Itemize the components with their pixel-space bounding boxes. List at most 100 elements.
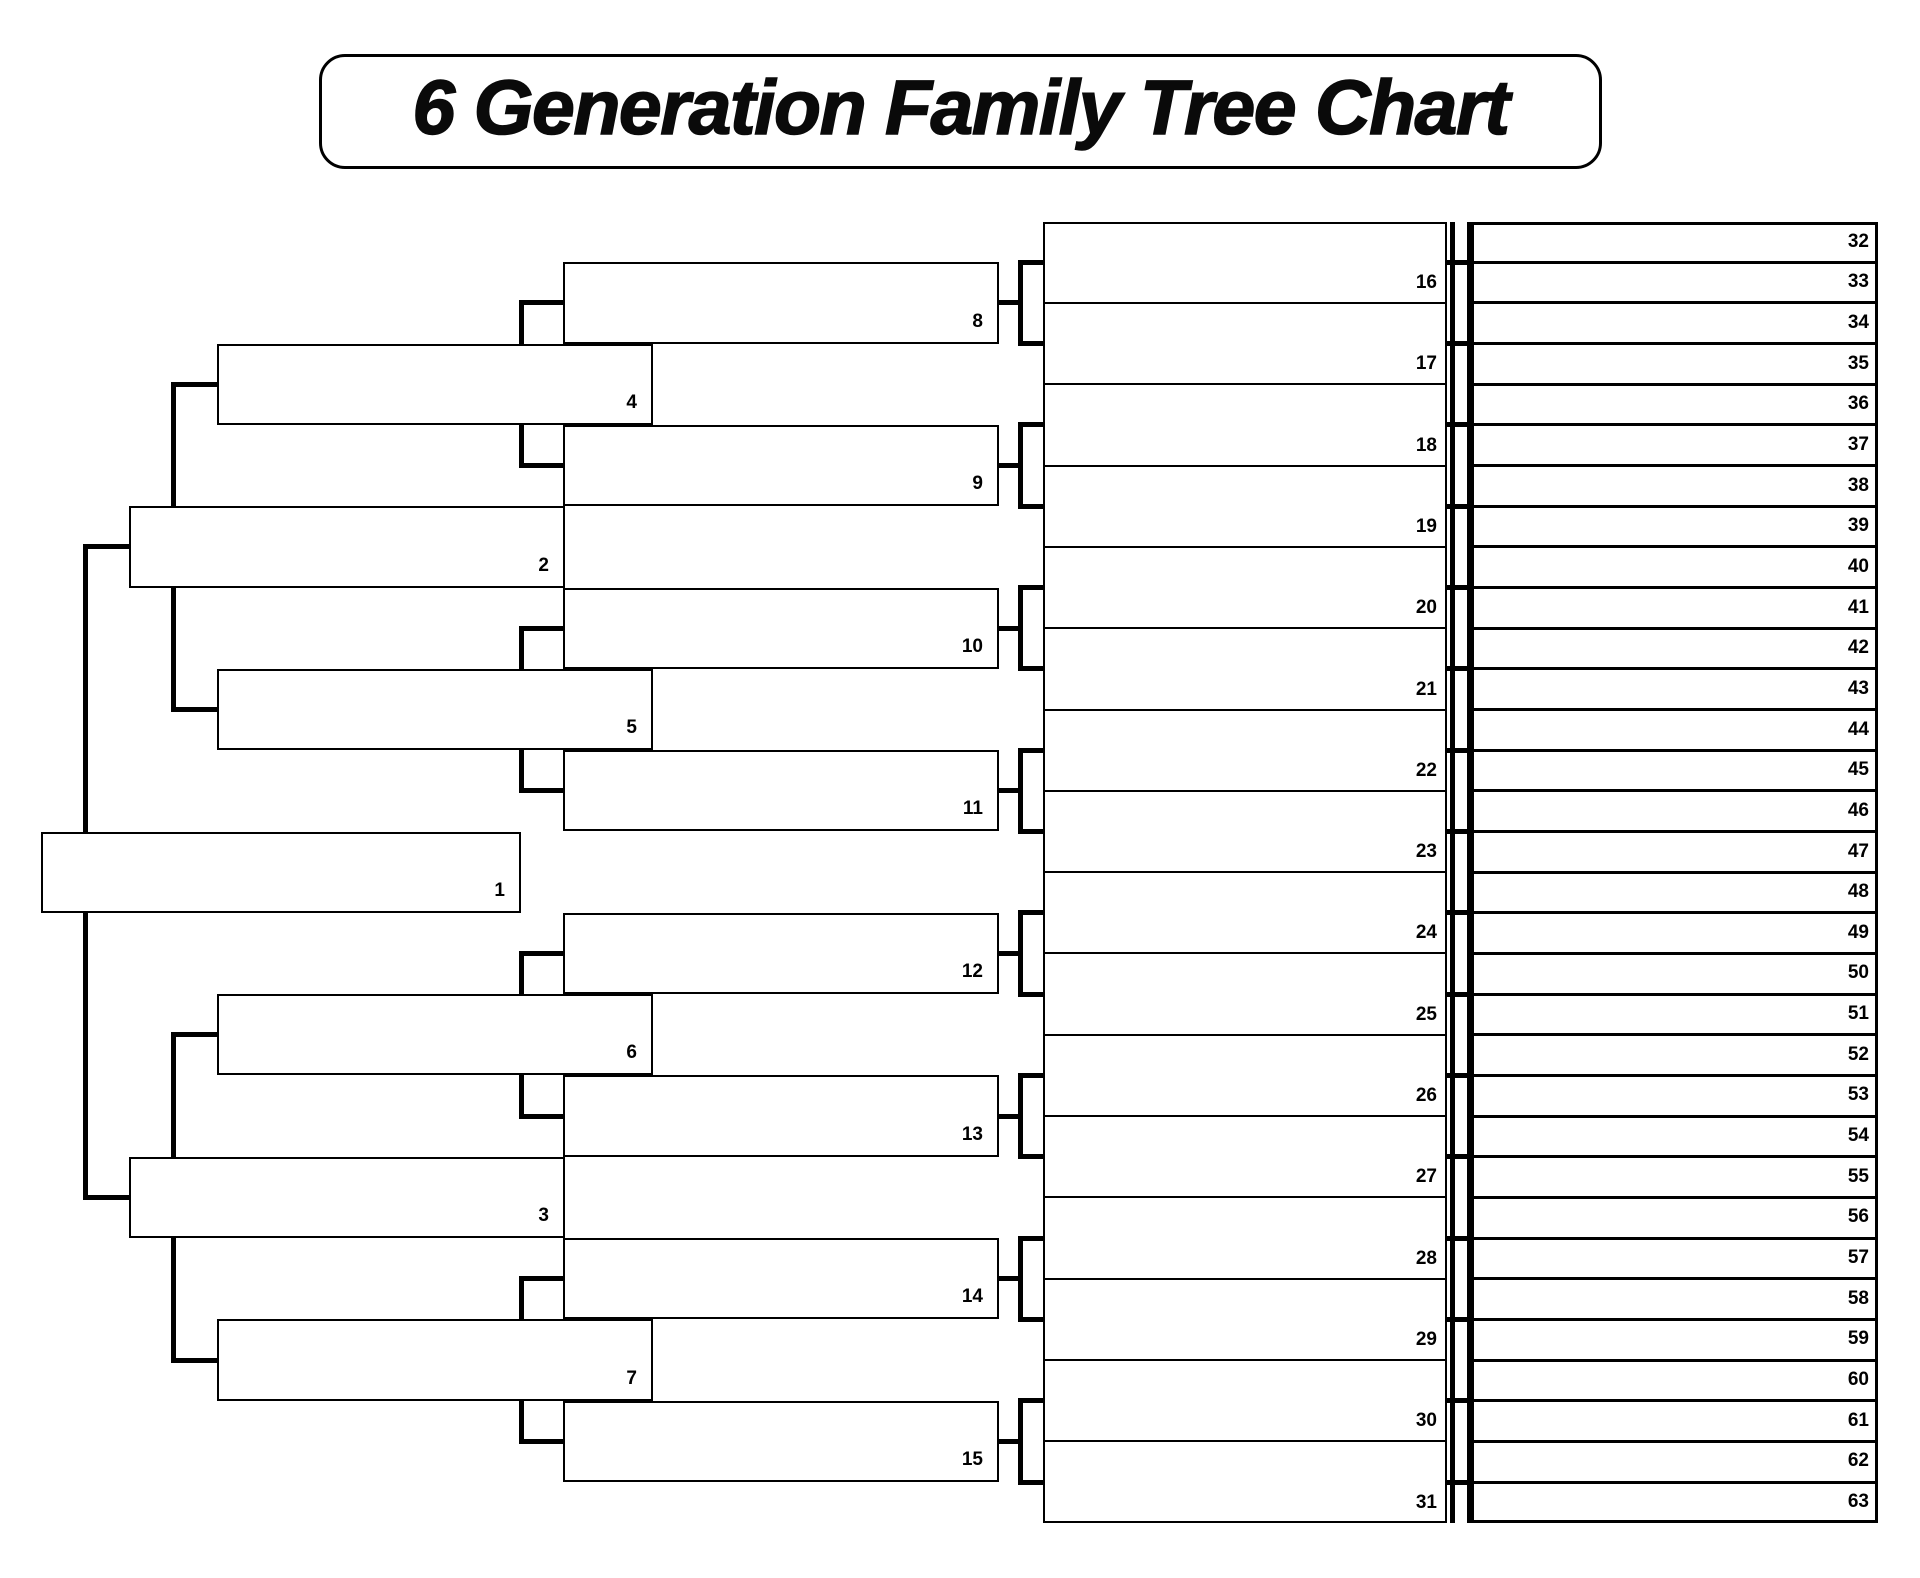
ancestor-row-43-number: 43 bbox=[1847, 677, 1869, 699]
row-divider bbox=[1474, 1439, 1878, 1443]
person-box-8: 8 bbox=[563, 262, 999, 344]
person-box-number: 5 bbox=[626, 717, 637, 739]
connector-bracket-line bbox=[1018, 1316, 1045, 1322]
row-divider bbox=[1043, 1115, 1447, 1118]
row-divider bbox=[1043, 464, 1447, 467]
row-divider bbox=[1474, 1317, 1878, 1321]
ancestor-row-38-number: 38 bbox=[1847, 474, 1869, 496]
ancestor-row-45-number: 45 bbox=[1847, 759, 1869, 781]
gen5-gen6-tick bbox=[1441, 259, 1474, 265]
ancestor-row-60-number: 60 bbox=[1847, 1369, 1869, 1391]
ancestor-row-20-number: 20 bbox=[1415, 597, 1437, 619]
person-box-number: 8 bbox=[972, 310, 983, 332]
connector-bracket-line bbox=[997, 788, 1023, 794]
row-divider bbox=[1474, 708, 1878, 712]
person-box-number: 3 bbox=[538, 1205, 549, 1227]
person-box-number: 6 bbox=[626, 1042, 637, 1064]
gen5-gen6-tick bbox=[1441, 1072, 1474, 1078]
connector-bracket-line bbox=[519, 300, 566, 306]
row-divider bbox=[1474, 1033, 1878, 1037]
ancestor-row-26-number: 26 bbox=[1415, 1085, 1437, 1107]
person-box-number: 12 bbox=[961, 961, 983, 983]
connector-bracket-line bbox=[519, 1276, 566, 1282]
ancestor-row-29-number: 29 bbox=[1415, 1329, 1437, 1351]
connector-bracket-line bbox=[1018, 991, 1045, 997]
gen5-gen6-tick bbox=[1441, 1479, 1474, 1485]
row-divider bbox=[1043, 383, 1447, 386]
row-divider bbox=[1043, 301, 1447, 304]
row-divider bbox=[1474, 667, 1878, 671]
connector-bracket-line bbox=[997, 625, 1023, 631]
row-divider bbox=[1474, 1399, 1878, 1403]
connector-bracket-line bbox=[1018, 422, 1045, 428]
connector-bracket-line bbox=[1018, 1479, 1045, 1485]
connector-bracket-line bbox=[1018, 666, 1045, 672]
ancestor-row-24-number: 24 bbox=[1415, 922, 1437, 944]
person-box-number: 7 bbox=[626, 1367, 637, 1389]
ancestor-row-52-number: 52 bbox=[1847, 1043, 1869, 1065]
gen5-gen6-tick bbox=[1441, 1398, 1474, 1404]
person-box-3: 3 bbox=[129, 1156, 565, 1239]
ancestor-row-31-number: 31 bbox=[1415, 1491, 1437, 1513]
row-divider bbox=[1474, 586, 1878, 590]
row-divider bbox=[1474, 1480, 1878, 1484]
ancestor-row-57-number: 57 bbox=[1847, 1247, 1869, 1269]
row-divider bbox=[1043, 1277, 1447, 1280]
gen5-gen6-tick bbox=[1441, 1235, 1474, 1241]
row-divider bbox=[1043, 1359, 1447, 1362]
person-box-9: 9 bbox=[563, 424, 999, 507]
ancestor-row-27-number: 27 bbox=[1415, 1166, 1437, 1188]
connector-bracket-line bbox=[1018, 1072, 1045, 1078]
connector-bracket-line bbox=[519, 950, 566, 956]
ancestor-row-48-number: 48 bbox=[1847, 881, 1869, 903]
ancestor-row-23-number: 23 bbox=[1415, 841, 1437, 863]
row-divider bbox=[1474, 1236, 1878, 1240]
ancestor-row-56-number: 56 bbox=[1847, 1206, 1869, 1228]
gen5-gen6-tick bbox=[1441, 991, 1474, 997]
connector-bracket-line bbox=[1018, 1398, 1045, 1404]
ancestor-row-58-number: 58 bbox=[1847, 1287, 1869, 1309]
person-box-6: 6 bbox=[217, 994, 653, 1076]
row-divider bbox=[1043, 1196, 1447, 1199]
row-divider bbox=[1043, 1440, 1447, 1443]
ancestor-row-42-number: 42 bbox=[1847, 637, 1869, 659]
connector-bracket-line bbox=[1018, 503, 1045, 509]
ancestor-row-62-number: 62 bbox=[1847, 1450, 1869, 1472]
ancestor-row-22-number: 22 bbox=[1415, 759, 1437, 781]
connector-bracket-line bbox=[519, 788, 566, 794]
connector-bracket-line bbox=[1018, 910, 1045, 916]
person-box-14: 14 bbox=[563, 1238, 999, 1320]
row-divider bbox=[1474, 464, 1878, 468]
row-divider bbox=[1474, 1195, 1878, 1199]
row-divider bbox=[1474, 1277, 1878, 1281]
row-divider bbox=[1474, 789, 1878, 793]
connector-bracket-line bbox=[997, 1438, 1023, 1444]
ancestor-row-46-number: 46 bbox=[1847, 799, 1869, 821]
connector-bracket-line bbox=[1018, 585, 1045, 591]
person-box-12: 12 bbox=[563, 912, 999, 995]
ancestor-row-44-number: 44 bbox=[1847, 718, 1869, 740]
row-divider bbox=[1043, 545, 1447, 548]
row-divider bbox=[1474, 830, 1878, 833]
ancestor-row-63-number: 63 bbox=[1847, 1491, 1869, 1513]
person-box-number: 14 bbox=[961, 1286, 983, 1308]
person-box-1: 1 bbox=[41, 831, 521, 913]
row-divider bbox=[1474, 748, 1878, 752]
ancestor-row-61-number: 61 bbox=[1847, 1409, 1869, 1431]
person-box-number: 11 bbox=[962, 798, 983, 820]
gen5-gen6-tick bbox=[1441, 341, 1474, 347]
person-box-number: 15 bbox=[961, 1449, 983, 1471]
ancestor-row-33-number: 33 bbox=[1847, 271, 1869, 293]
gen5-gen6-tick bbox=[1441, 422, 1474, 428]
ancestor-row-53-number: 53 bbox=[1847, 1084, 1869, 1106]
person-box-4: 4 bbox=[217, 343, 653, 425]
ancestor-row-35-number: 35 bbox=[1847, 352, 1869, 374]
row-divider bbox=[1474, 1155, 1878, 1159]
connector-bracket-line bbox=[1018, 747, 1045, 753]
row-divider bbox=[1474, 504, 1878, 508]
ancestor-row-51-number: 51 bbox=[1847, 1003, 1869, 1025]
row-divider bbox=[1474, 1073, 1878, 1077]
row-divider bbox=[1043, 871, 1447, 874]
ancestor-row-54-number: 54 bbox=[1847, 1125, 1869, 1147]
gen5-gen6-tick bbox=[1441, 1316, 1474, 1322]
